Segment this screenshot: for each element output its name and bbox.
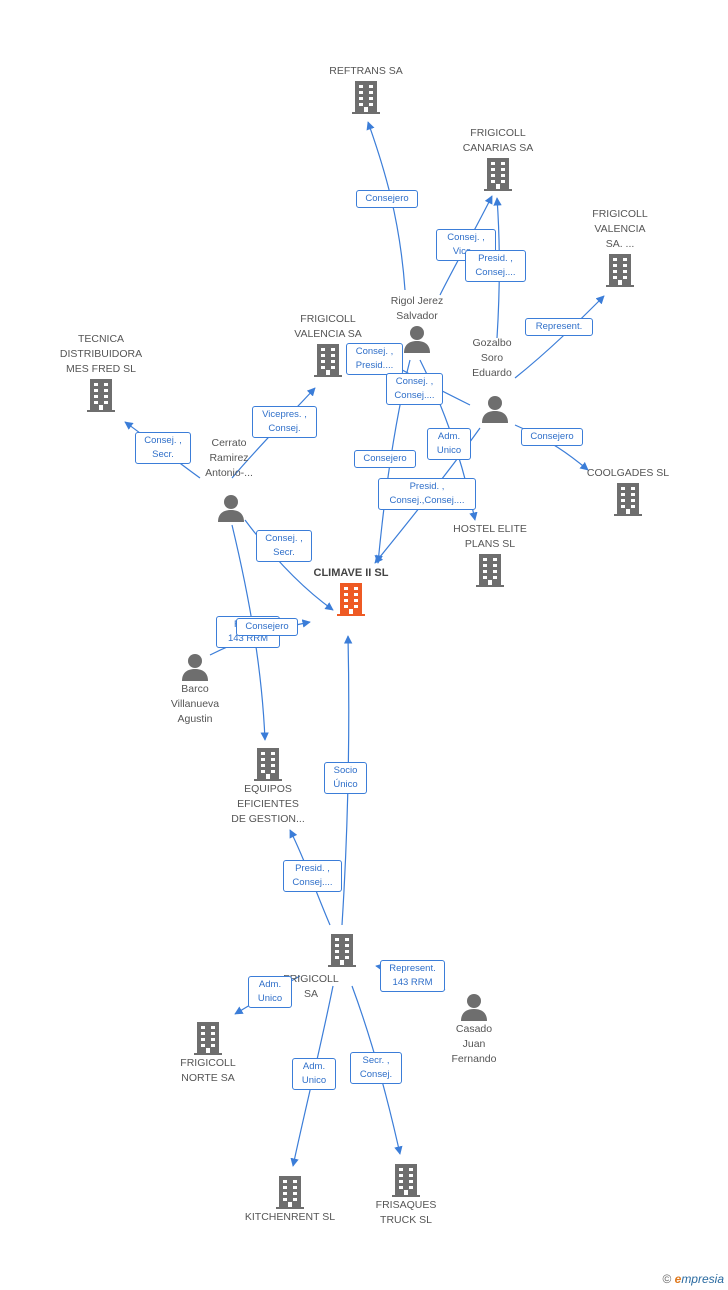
relation-label[interactable]: Adm. Unico [248, 976, 292, 1008]
edge-cerrato-climave [244, 519, 334, 611]
building-icon [614, 483, 642, 516]
relation-label[interactable]: Consejero [356, 190, 418, 208]
person-label: Barco Villanueva Agustin [170, 683, 220, 725]
company-label: FRIGICOLL VALENCIA SA [294, 313, 362, 340]
brand-logo: empresia [674, 1272, 724, 1286]
person-icon [218, 495, 244, 522]
company-label: REFTRANS SA [329, 65, 403, 77]
company-frigicoll-canarias[interactable]: FRIGICOLL CANARIAS SA [433, 126, 563, 192]
relation-label[interactable]: Consejero [236, 618, 298, 636]
company-label: FRIGICOLL VALENCIA SA. ... [592, 208, 648, 250]
company-tecnica-distribuidora[interactable]: TECNICA DISTRIBUIDORA MES FRED SL [36, 332, 166, 413]
building-icon [352, 81, 380, 114]
company-label: EQUIPOS EFICIENTES DE GESTION... [231, 783, 305, 825]
relation-label[interactable]: Vicepres. , Consej. [252, 406, 317, 438]
relation-label[interactable]: Socio Único [324, 762, 367, 794]
company-climave-ii-focus[interactable]: CLIMAVE II SL [286, 566, 416, 617]
building-icon [87, 379, 115, 412]
company-frigicoll-norte[interactable]: FRIGICOLL NORTE SA [143, 1020, 273, 1086]
company-label: KITCHENRENT SL [244, 1211, 336, 1223]
company-label: FRIGICOLL CANARIAS SA [462, 127, 534, 154]
company-reftrans[interactable]: REFTRANS SA [301, 64, 431, 115]
company-frisaques-truck[interactable]: FRISAQUES TRUCK SL [341, 1162, 471, 1228]
company-frigicoll-sa[interactable] [277, 932, 407, 968]
company-label: HOSTEL ELITE PLANS SL [453, 523, 527, 550]
relation-label[interactable]: Consej. , Secr. [256, 530, 312, 562]
relation-label[interactable]: Represent. [525, 318, 593, 336]
building-icon [276, 1176, 304, 1209]
relation-label[interactable]: Represent. 143 RRM [380, 960, 445, 992]
person-label: Casado Juan Fernando [451, 1023, 497, 1065]
company-hostel-elite-plans[interactable]: HOSTEL ELITE PLANS SL [425, 522, 555, 588]
building-icon [314, 344, 342, 377]
company-label: FRIGICOLL NORTE SA [180, 1057, 236, 1084]
building-icon [392, 1164, 420, 1197]
building-icon [484, 158, 512, 191]
copyright-symbol: © [662, 1272, 672, 1286]
company-frigicoll-valencia-sa-dots[interactable]: FRIGICOLL VALENCIA SA. ... [555, 207, 685, 288]
building-icon [606, 254, 634, 287]
company-kitchenrent[interactable]: KITCHENRENT SL [225, 1174, 355, 1225]
relation-label[interactable]: Presid. , Consej.... [465, 250, 526, 282]
brand-footer: © empresia [662, 1272, 724, 1286]
relation-label[interactable]: Consejero [521, 428, 583, 446]
relation-label[interactable]: Secr. , Consej. [350, 1052, 402, 1084]
relation-label[interactable]: Adm. Unico [292, 1058, 336, 1090]
building-icon [328, 934, 356, 967]
person-label: Rigol Jerez Salvador [390, 295, 444, 322]
building-icon [337, 583, 365, 616]
person-gozalbo-soro[interactable]: Gozalbo Soro Eduardo [427, 336, 557, 381]
relation-label[interactable]: Consej. , Presid.... [346, 343, 403, 375]
relation-label[interactable]: Adm. Unico [427, 428, 471, 460]
company-label: TECNICA DISTRIBUIDORA MES FRED SL [59, 333, 143, 375]
building-icon [254, 748, 282, 781]
relation-label[interactable]: Presid. , Consej.... [283, 860, 342, 892]
person-casado-juan[interactable]: Casado Juan Fernando [409, 992, 539, 1067]
company-equipos-eficientes[interactable]: EQUIPOS EFICIENTES DE GESTION... [203, 746, 333, 827]
company-label: FRISAQUES TRUCK SL [375, 1199, 437, 1226]
person-icon [404, 326, 430, 353]
person-icon [461, 994, 487, 1021]
relation-label[interactable]: Consejero [354, 450, 416, 468]
relation-label[interactable]: Consej. , Consej.... [386, 373, 443, 405]
person-cerrato-ramirez[interactable]: Cerrato Ramirez Antonio-... [164, 436, 294, 523]
company-coolgades[interactable]: COOLGADES SL [563, 466, 693, 517]
company-label-frigicoll-sa: FRIGICOLL SA [283, 973, 339, 1000]
building-icon [194, 1022, 222, 1055]
person-icon [482, 396, 508, 423]
company-label: COOLGADES SL [586, 467, 670, 479]
building-icon [476, 554, 504, 587]
person-rigol-jerez[interactable]: Rigol Jerez Salvador [352, 294, 482, 354]
person-icon [182, 654, 208, 681]
company-frigicoll-valencia-sa[interactable]: FRIGICOLL VALENCIA SA [263, 312, 393, 378]
company-label: CLIMAVE II SL [313, 567, 389, 579]
person-barco-villanueva[interactable]: Barco Villanueva Agustin [130, 652, 260, 727]
person-label: Gozalbo Soro Eduardo [472, 337, 512, 379]
relation-label[interactable]: Presid. , Consej.,Consej.... [378, 478, 476, 510]
person-label: Cerrato Ramirez Antonio-... [205, 437, 253, 479]
relation-label[interactable]: Consej. , Secr. [135, 432, 191, 464]
